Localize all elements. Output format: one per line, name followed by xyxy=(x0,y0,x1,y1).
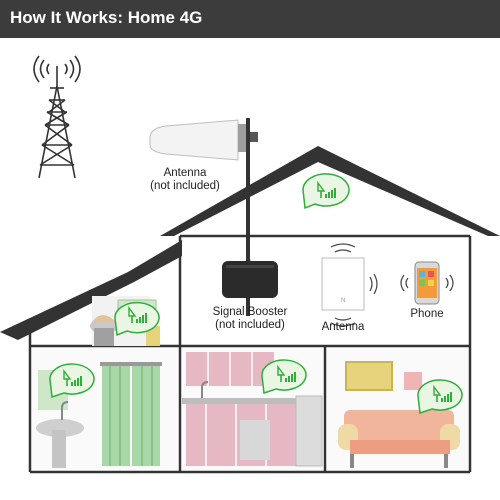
signal-bubble-icon xyxy=(302,173,350,210)
signal-booster-icon xyxy=(222,261,278,298)
roof xyxy=(0,146,500,340)
phone-label: Phone xyxy=(410,308,444,320)
signal-booster-note: (not included) xyxy=(215,319,285,331)
signal-booster-label: Signal Booster (not included) xyxy=(195,306,305,332)
cell-tower-icon xyxy=(33,55,81,179)
wave-icon xyxy=(400,274,454,292)
outdoor-antenna-name: Antenna xyxy=(163,167,207,179)
signal-bubble-icon xyxy=(49,363,95,399)
indoor-antenna-label: Antenna xyxy=(321,321,365,333)
outdoor-antenna-label: Antenna (not included) xyxy=(140,167,230,193)
signal-bubble-icon xyxy=(114,301,160,337)
svg-text:N: N xyxy=(341,298,345,304)
signal-booster-name: Signal Booster xyxy=(212,306,288,318)
bathroom xyxy=(32,348,178,470)
cable xyxy=(247,160,251,263)
page-title: How It Works: Home 4G xyxy=(10,8,203,27)
outdoor-antenna-note: (not included) xyxy=(150,180,220,192)
signal-bubble-icon xyxy=(417,379,463,415)
header-bar: How It Works: Home 4G xyxy=(0,0,500,38)
smartphone-icon xyxy=(400,261,454,305)
indoor-antenna-icon: N xyxy=(321,243,378,327)
signal-bubble-icon xyxy=(261,359,307,395)
